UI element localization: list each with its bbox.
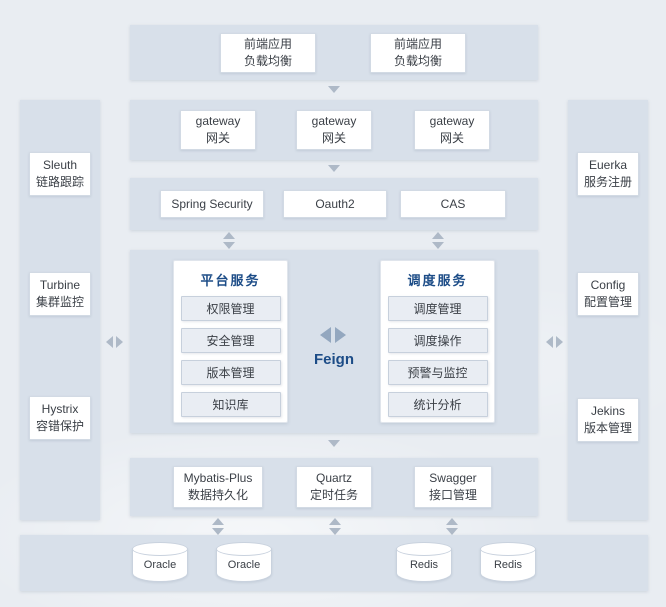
right-rail: Euerka 服务注册 Config 配置管理 Jekins 版本管理 [568,100,648,520]
down-arrow-icon [328,440,340,447]
frontend-band: 前端应用 负载均衡 前端应用 负载均衡 [130,25,538,80]
oracle-database-cylinder: Oracle [132,542,188,584]
database-label: Redis [409,559,439,571]
storage-band: Oracle Oracle Redis Redis [20,535,648,591]
hystrix-box: Hystrix 容错保护 [29,396,91,440]
turbine-box: Turbine 集群监控 [29,272,91,316]
gateway-box-1: gateway 网关 [180,110,256,150]
database-label: Oracle [227,559,261,571]
platform-item: 安全管理 [180,328,281,353]
mybatis-box: Mybatis-Plus 数据持久化 [173,466,263,508]
down-arrow-icon [328,86,340,93]
platform-panel-title: 平台服务 [200,273,261,288]
config-box: Config 配置管理 [577,272,639,316]
frontend-lb-box-2: 前端应用 负载均衡 [370,33,466,73]
core-band: 平台服务 权限管理 安全管理 版本管理 知识库 Feign 调度服务 调度管理 … [130,250,538,433]
database-label: Redis [493,559,523,571]
up-down-arrow-icon [223,232,235,249]
platform-item: 版本管理 [180,360,281,385]
database-label: Oracle [143,559,177,571]
frontend-lb-box-1: 前端应用 负载均衡 [220,33,316,73]
left-right-arrow-icon [103,336,125,348]
redis-database-cylinder: Redis [480,542,536,584]
middleware-band: Mybatis-Plus 数据持久化 Quartz 定时任务 Swagger 接… [130,458,538,516]
auth-band: Spring Security Oauth2 CAS [130,178,538,230]
up-down-arrow-icon [329,518,341,535]
left-rail: Sleuth 链路跟踪 Turbine 集群监控 Hystrix 容错保护 [20,100,100,520]
jenkins-box: Jekins 版本管理 [577,398,639,442]
dispatch-services-panel: 调度服务 调度管理 调度操作 预警与监控 统计分析 [380,260,495,423]
down-arrow-icon [328,165,340,172]
redis-database-cylinder: Redis [396,542,452,584]
platform-services-panel: 平台服务 权限管理 安全管理 版本管理 知识库 [173,260,288,423]
swagger-box: Swagger 接口管理 [414,466,492,508]
oracle-database-cylinder: Oracle [216,542,272,584]
dispatch-item: 预警与监控 [387,360,488,385]
database-top [132,542,188,556]
platform-item: 知识库 [180,392,281,417]
database-top [216,542,272,556]
sleuth-box: Sleuth 链路跟踪 [29,152,91,196]
auth-box-spring-security: Spring Security [160,190,264,218]
platform-item: 权限管理 [180,296,281,321]
database-top [480,542,536,556]
auth-box-cas: CAS [400,190,506,218]
up-down-arrow-icon [446,518,458,535]
database-top [396,542,452,556]
up-down-arrow-icon [212,518,224,535]
quartz-box: Quartz 定时任务 [296,466,372,508]
dispatch-panel-title: 调度服务 [407,273,468,288]
auth-box-oauth2: Oauth2 [283,190,387,218]
left-right-arrow-icon [543,336,565,348]
eureka-box: Euerka 服务注册 [577,152,639,196]
dispatch-item: 统计分析 [387,392,488,417]
up-down-arrow-icon [432,232,444,249]
dispatch-item: 调度管理 [387,296,488,321]
dispatch-item: 调度操作 [387,328,488,353]
feign-link-icon [320,327,346,343]
gateway-band: gateway 网关 gateway 网关 gateway 网关 [130,100,538,160]
gateway-box-2: gateway 网关 [296,110,372,150]
gateway-box-3: gateway 网关 [414,110,490,150]
feign-label: Feign [314,351,354,368]
